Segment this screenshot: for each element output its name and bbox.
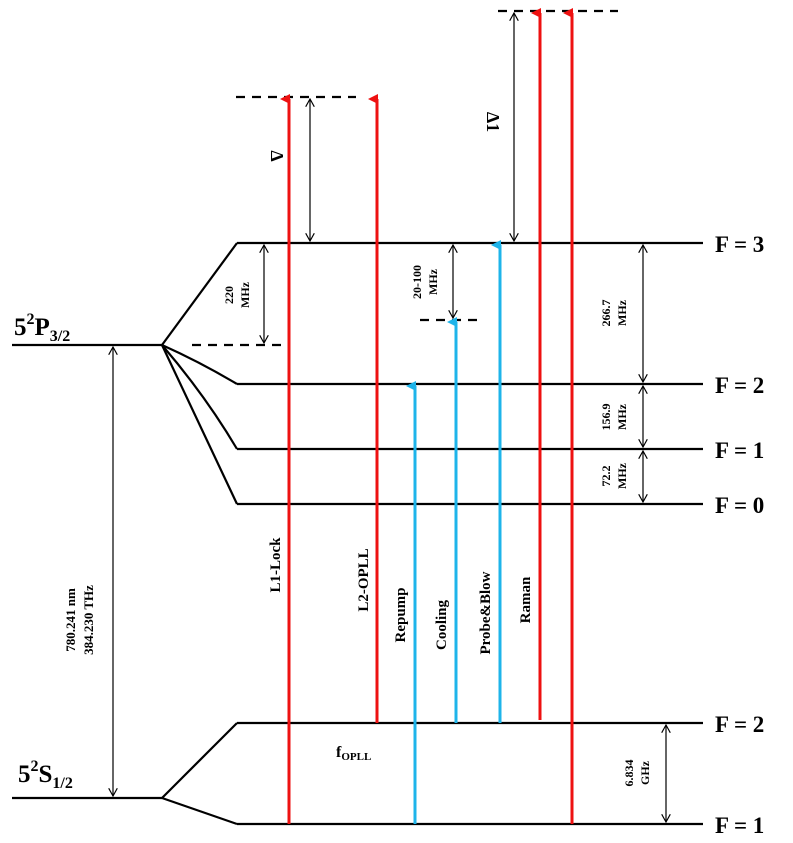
label-cooling: Cooling [434, 599, 450, 650]
fan-to-f2 [161, 343, 238, 385]
fan-to-f0 [161, 344, 238, 505]
label-l2-opll: L2-OPLL [356, 548, 372, 611]
laser-beams [280, 8, 574, 824]
energy-levels [12, 9, 703, 826]
label-excited-f1: F = 1 [715, 438, 764, 463]
label-probe-blow: Probe&Blow [478, 571, 494, 654]
label-ground-f2: F = 2 [715, 712, 764, 737]
label-raman: Raman [518, 576, 534, 623]
delta-label: Δ [267, 150, 287, 161]
label-repump: Repump [393, 587, 409, 642]
beam-labels: L1-Lock L2-OPLL Repump Cooling Probe&Blo… [268, 537, 534, 655]
label-excited-f3: F = 3 [715, 232, 764, 257]
excited-state-label: 52P3/2 [14, 311, 70, 345]
splitting-arrows [113, 13, 666, 822]
fan-to-f3 [161, 242, 238, 346]
ground-state-label: 52S1/2 [18, 758, 73, 792]
label-ground-f1: F = 1 [715, 813, 764, 838]
delta1-label: Δ1 [483, 112, 503, 132]
label-l1-lock: L1-Lock [268, 537, 284, 593]
label-excited-f0: F = 0 [715, 493, 764, 518]
f-labels: F = 3 F = 2 F = 1 F = 0 F = 2 F = 1 [715, 232, 764, 838]
fan-to-ground-f1 [161, 796, 238, 826]
fan-to-ground-f2 [161, 722, 238, 799]
f-opll-label: fOPLL [336, 744, 371, 763]
fan-to-f1 [161, 344, 238, 450]
label-excited-f2: F = 2 [715, 373, 764, 398]
